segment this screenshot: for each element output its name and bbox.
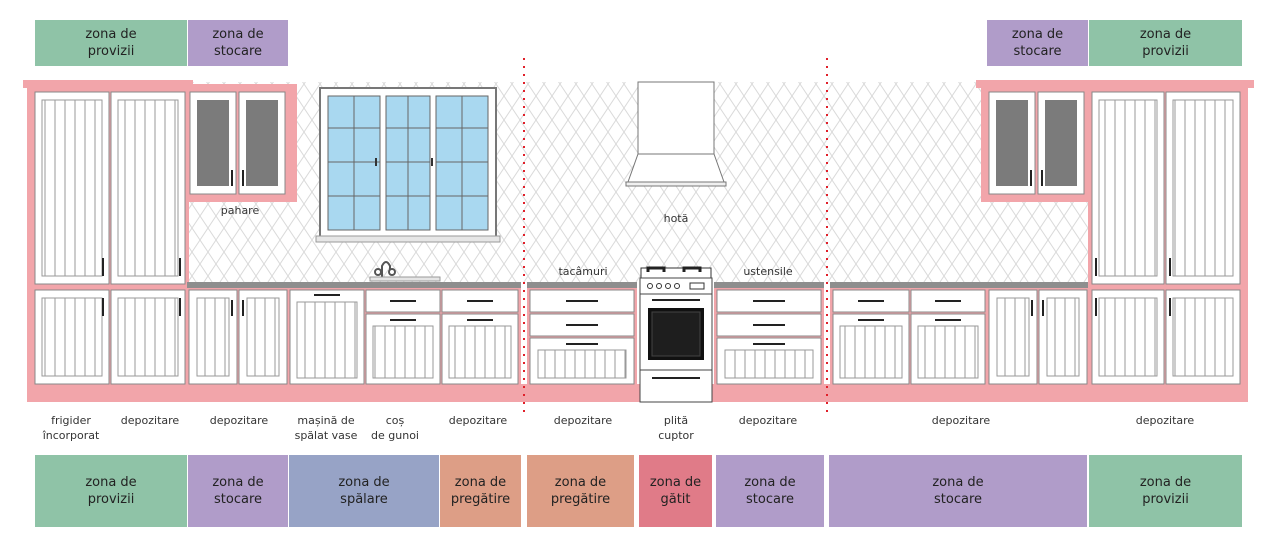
- label-ustensile: ustensile: [743, 265, 793, 278]
- countertop-left: [187, 282, 521, 288]
- fridge-upper-door-2: [110, 91, 186, 285]
- label-cos-gunoi: coș de gunoi: [371, 414, 419, 442]
- top-zone-stocare-left: zona de stocare: [188, 20, 288, 66]
- label-frigider: frigider încorporat: [42, 414, 100, 442]
- bottom-zone-pregatire-1: zona de pregătire: [440, 455, 521, 527]
- fridge-lower-door-2: [110, 289, 186, 385]
- label-tacamuri: tacâmuri: [558, 265, 608, 278]
- plinth: [27, 384, 1248, 402]
- label-depozitare-7: depozitare: [1135, 414, 1195, 427]
- glass-wall-cabinet-left: [187, 84, 297, 202]
- bottom-zone-stocare-1: zona de stocare: [188, 455, 288, 527]
- label-depozitare-4: depozitare: [553, 414, 613, 427]
- bottom-zone-provizii-left: zona de provizii: [35, 455, 187, 527]
- bottom-zone-provizii-right: zona de provizii: [1089, 455, 1242, 527]
- label-depozitare-3: depozitare: [448, 414, 508, 427]
- countertop-right: [830, 282, 1090, 288]
- base-cabinets: [187, 288, 1090, 385]
- top-zone-stocare-right: zona de stocare: [987, 20, 1088, 66]
- bottom-zone-spalare: zona de spălare: [289, 455, 439, 527]
- top-zone-provizii-left: zona de provizii: [35, 20, 187, 66]
- stove-oven-icon: [639, 266, 713, 403]
- label-masina-spalat: mașină de spălat vase: [294, 414, 358, 442]
- countertop-storage: [714, 282, 824, 288]
- window-icon: [315, 87, 501, 243]
- label-depozitare-6: depozitare: [931, 414, 991, 427]
- label-depozitare-2: depozitare: [209, 414, 269, 427]
- fridge-lower-door-1: [34, 289, 110, 385]
- bottom-zone-stocare-2: zona de stocare: [716, 455, 824, 527]
- range-hood-icon: [625, 81, 727, 187]
- label-depozitare-5: depozitare: [738, 414, 798, 427]
- countertop-prep: [527, 282, 637, 288]
- bottom-zone-pregatire-2: zona de pregătire: [527, 455, 634, 527]
- top-zone-provizii-right: zona de provizii: [1089, 20, 1242, 66]
- label-plita-cuptor: plită cuptor: [658, 414, 694, 442]
- bottom-zone-stocare-3: zona de stocare: [829, 455, 1087, 527]
- label-pahare: pahare: [220, 204, 260, 217]
- glass-wall-cabinet-right: [981, 84, 1091, 202]
- bottom-zone-gatit: zona de gătit: [639, 455, 712, 527]
- fridge-upper-door-1: [34, 91, 110, 285]
- label-depozitare-1: depozitare: [120, 414, 180, 427]
- label-hota: hotă: [663, 212, 689, 225]
- faucet-icon: [369, 261, 441, 282]
